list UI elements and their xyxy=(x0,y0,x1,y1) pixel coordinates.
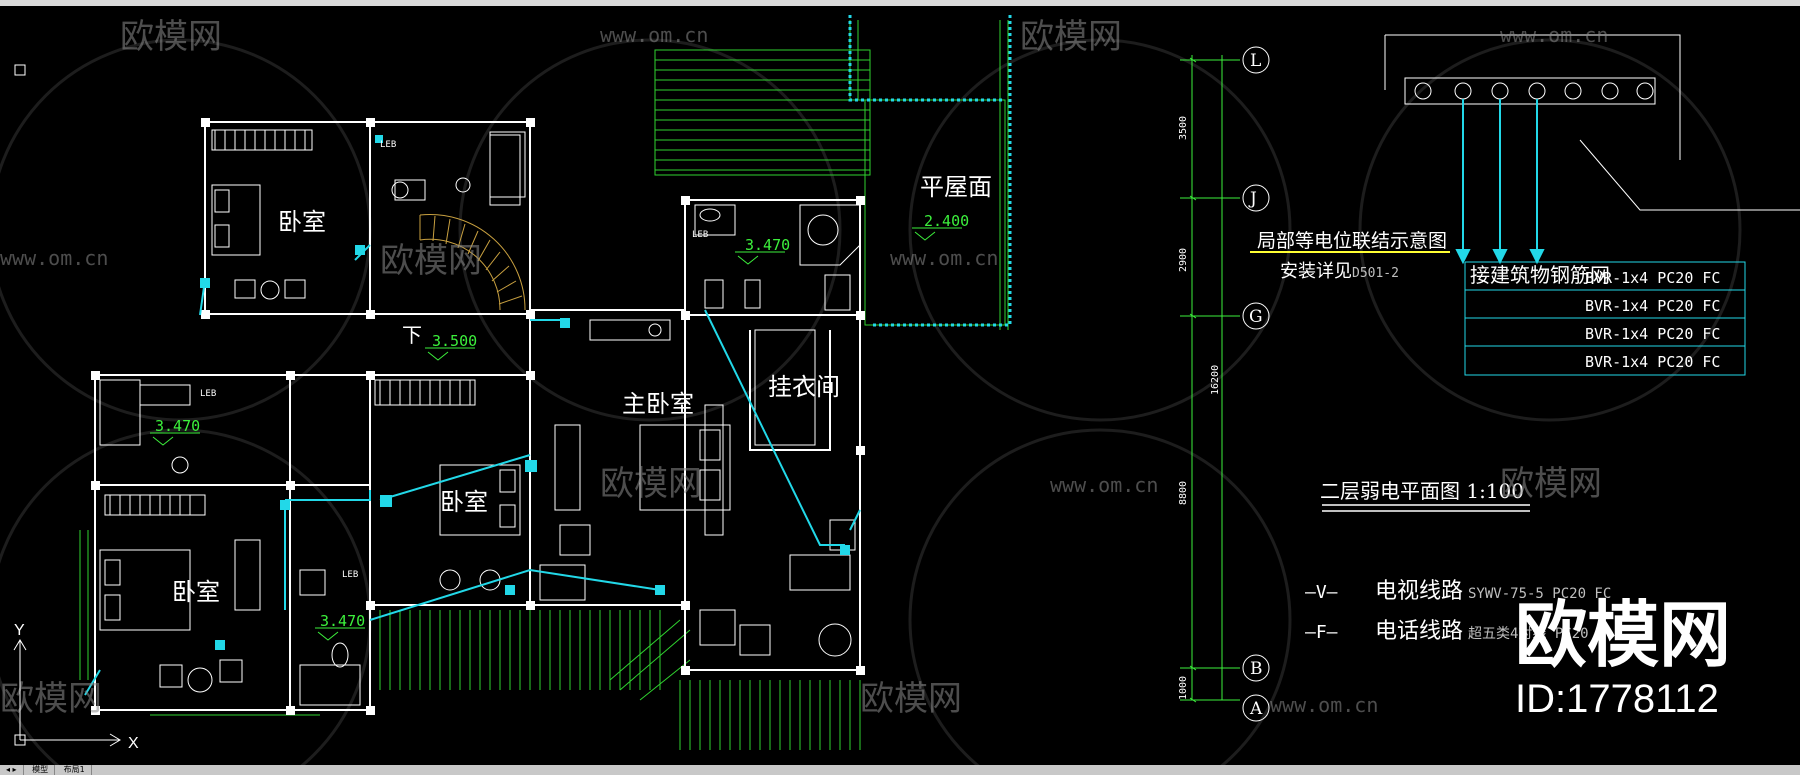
tab-nav-arrows[interactable]: ◂ ▸ xyxy=(0,765,24,775)
svg-text:欧模网: 欧模网 xyxy=(860,679,962,719)
dim-3500: 3500 xyxy=(1178,116,1189,140)
cable-spec-2: BVR-1x4 PC20 FC xyxy=(1585,297,1720,315)
svg-text:欧模网: 欧模网 xyxy=(120,17,222,57)
legend-phone-label: 电话线路 xyxy=(1375,619,1463,644)
equipotential-subtitle: 安装详见 xyxy=(1280,261,1352,282)
dim-16200: 16200 xyxy=(1210,365,1221,395)
ucs-y-label: Y xyxy=(14,622,25,639)
svg-text:欧模网: 欧模网 xyxy=(600,464,702,504)
tab-model[interactable]: 模型 xyxy=(26,765,56,775)
tab-layout1[interactable]: 布局1 xyxy=(58,765,92,775)
room-label-walkin-closet: 挂衣间 xyxy=(768,373,840,401)
drawing-title-underline xyxy=(1322,504,1530,512)
cable-spec-4: BVR-1x4 PC20 FC xyxy=(1585,353,1720,371)
svg-text:欧模网: 欧模网 xyxy=(380,241,482,281)
elevation-marks xyxy=(150,227,962,641)
ucs-x-label: X xyxy=(128,735,139,752)
equipotential-box xyxy=(1384,34,1800,211)
equipotential-subtitle-tail: D501-2 xyxy=(1352,266,1399,281)
ucs-icon xyxy=(13,64,121,747)
layout-tabs-bar: ◂ ▸ 模型 布局1 xyxy=(0,765,1800,775)
svg-text:www.om.cn: www.om.cn xyxy=(1050,473,1158,497)
title-bar xyxy=(0,0,1800,6)
grid-axis-G: G xyxy=(1249,307,1263,327)
elevation-flat-roof: 2.400 xyxy=(924,212,969,230)
legend-phone-symbol: —F— xyxy=(1305,622,1338,643)
elevation-bath-master: 3.470 xyxy=(745,236,790,254)
leb-label-1: LEB xyxy=(380,140,396,150)
rebar-label: 接建筑物钢筋网 xyxy=(1470,263,1610,287)
cable-spec-1: BVR-1x4 PC20 FC xyxy=(1585,269,1720,287)
grid-axis-J: J xyxy=(1248,189,1257,209)
cable-table xyxy=(1464,261,1746,376)
spiral-stair xyxy=(419,213,526,311)
room-label-flat-roof: 平屋面 xyxy=(920,173,992,201)
elevation-bath-west: 3.470 xyxy=(155,417,200,435)
drawing-title: 二层弱电平面图 1:100 xyxy=(1320,479,1524,503)
svg-text:www.om.cn: www.om.cn xyxy=(890,246,998,270)
legend-tv-label: 电视线路 xyxy=(1375,579,1463,604)
svg-text:欧模网: 欧模网 xyxy=(1500,464,1602,504)
svg-text:www.om.cn: www.om.cn xyxy=(600,23,708,47)
grid-axis-B: B xyxy=(1250,659,1263,679)
column-markers xyxy=(91,118,865,715)
leb-label-4: LEB xyxy=(342,570,358,580)
leb-label-3: LEB xyxy=(200,389,216,399)
room-label-bedroom-nw: 卧室 xyxy=(278,208,326,236)
grid-axis-L: L xyxy=(1250,51,1261,71)
stair-down-label: 下 xyxy=(402,323,422,347)
cable-spec-3: BVR-1x4 PC20 FC xyxy=(1585,325,1720,343)
legend-phone-spec: 超五类4对线 PC20 xyxy=(1468,626,1589,642)
outlet-symbols xyxy=(200,135,850,650)
leb-label-2: LEB xyxy=(692,230,708,240)
dimension-line xyxy=(1180,55,1240,703)
grid-axis-A: A xyxy=(1249,699,1263,719)
legend-tv-symbol: —V— xyxy=(1305,582,1338,603)
dim-8800: 8800 xyxy=(1178,481,1189,505)
watermark-logo: 欧模网 xyxy=(1515,592,1731,677)
watermark-texts: 欧模网 www.om.cn 欧模网 www.om.cn www.om.cn 欧模… xyxy=(0,17,1608,719)
legend-tv-spec: SYWV-75-5 PC20 FC xyxy=(1468,586,1611,602)
svg-text:www.om.cn: www.om.cn xyxy=(1270,693,1378,717)
bonding-arrows xyxy=(1455,99,1545,265)
dim-1000: 1000 xyxy=(1178,676,1189,700)
elevation-bath-south: 3.470 xyxy=(320,612,365,630)
room-label-bedroom-sw: 卧室 xyxy=(172,578,220,606)
svg-text:www.om.cn: www.om.cn xyxy=(1500,23,1608,47)
equipotential-title: 局部等电位联结示意图 xyxy=(1257,230,1447,252)
room-label-bedroom-mid: 卧室 xyxy=(440,488,488,516)
room-label-master-bedroom: 主卧室 xyxy=(622,390,694,418)
svg-text:欧模网: 欧模网 xyxy=(1020,17,1122,57)
grid-bubbles xyxy=(1242,46,1270,722)
roof-edge-cyan xyxy=(848,15,1012,327)
wiring-cyan xyxy=(84,244,861,696)
dim-2900: 2900 xyxy=(1178,248,1189,272)
svg-text:欧模网: 欧模网 xyxy=(0,679,102,719)
elevation-stair-landing: 3.500 xyxy=(432,332,477,350)
watermark-id: ID:1778112 xyxy=(1515,677,1719,721)
svg-text:www.om.cn: www.om.cn xyxy=(0,246,108,270)
